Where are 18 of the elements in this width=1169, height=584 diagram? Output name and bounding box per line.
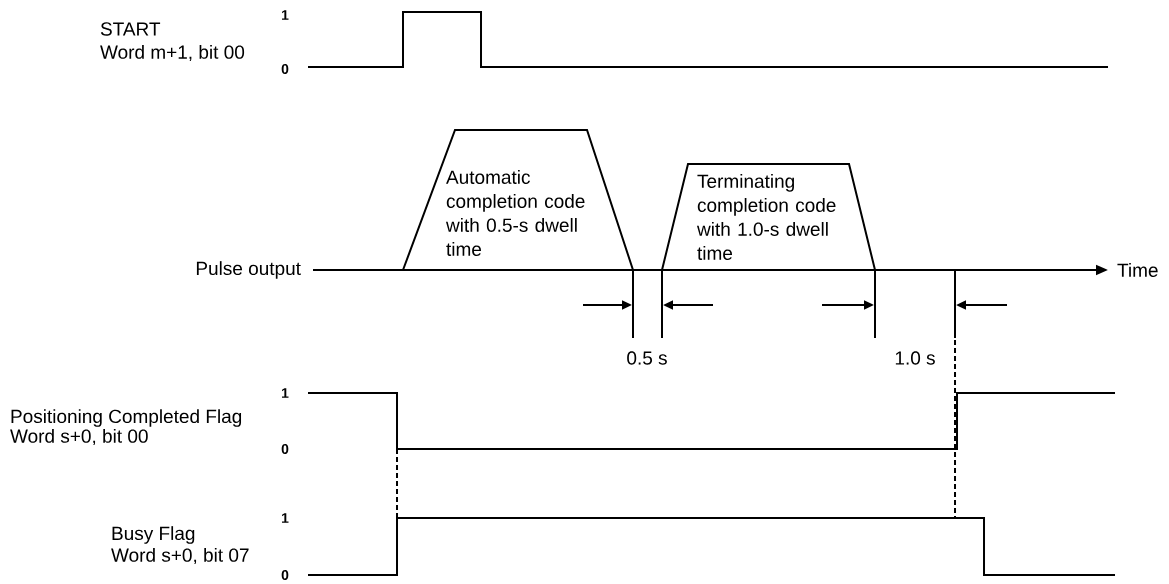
level-label: 0 [281,64,289,74]
axis-label: Pulse output [196,261,301,279]
level-label: 1 [282,388,289,398]
level-label: 1 [282,513,289,523]
dimension-label: 1.0 s [895,351,935,365]
signal-name: START [100,22,161,36]
signal-name: Busy Flag [112,526,195,544]
signal-address: Word m+1, bit 00 [100,44,245,62]
level-label: 0 [281,444,289,454]
signal-name: Positioning Completed Flag [11,409,242,427]
level-label: 1 [282,10,289,20]
annotation: Terminating completion code with 1.0-s dwell time [697,174,836,260]
axis-label: Time [1117,263,1158,277]
level-label: 0 [281,570,289,580]
annotation: Automatic completion code with 0.5-s dwell time [446,170,585,256]
dimension-label: 0.5 s [627,351,667,365]
signal-address: Word s+0, bit 00 [10,428,148,446]
signal-address: Word s+0, bit 07 [111,547,249,565]
